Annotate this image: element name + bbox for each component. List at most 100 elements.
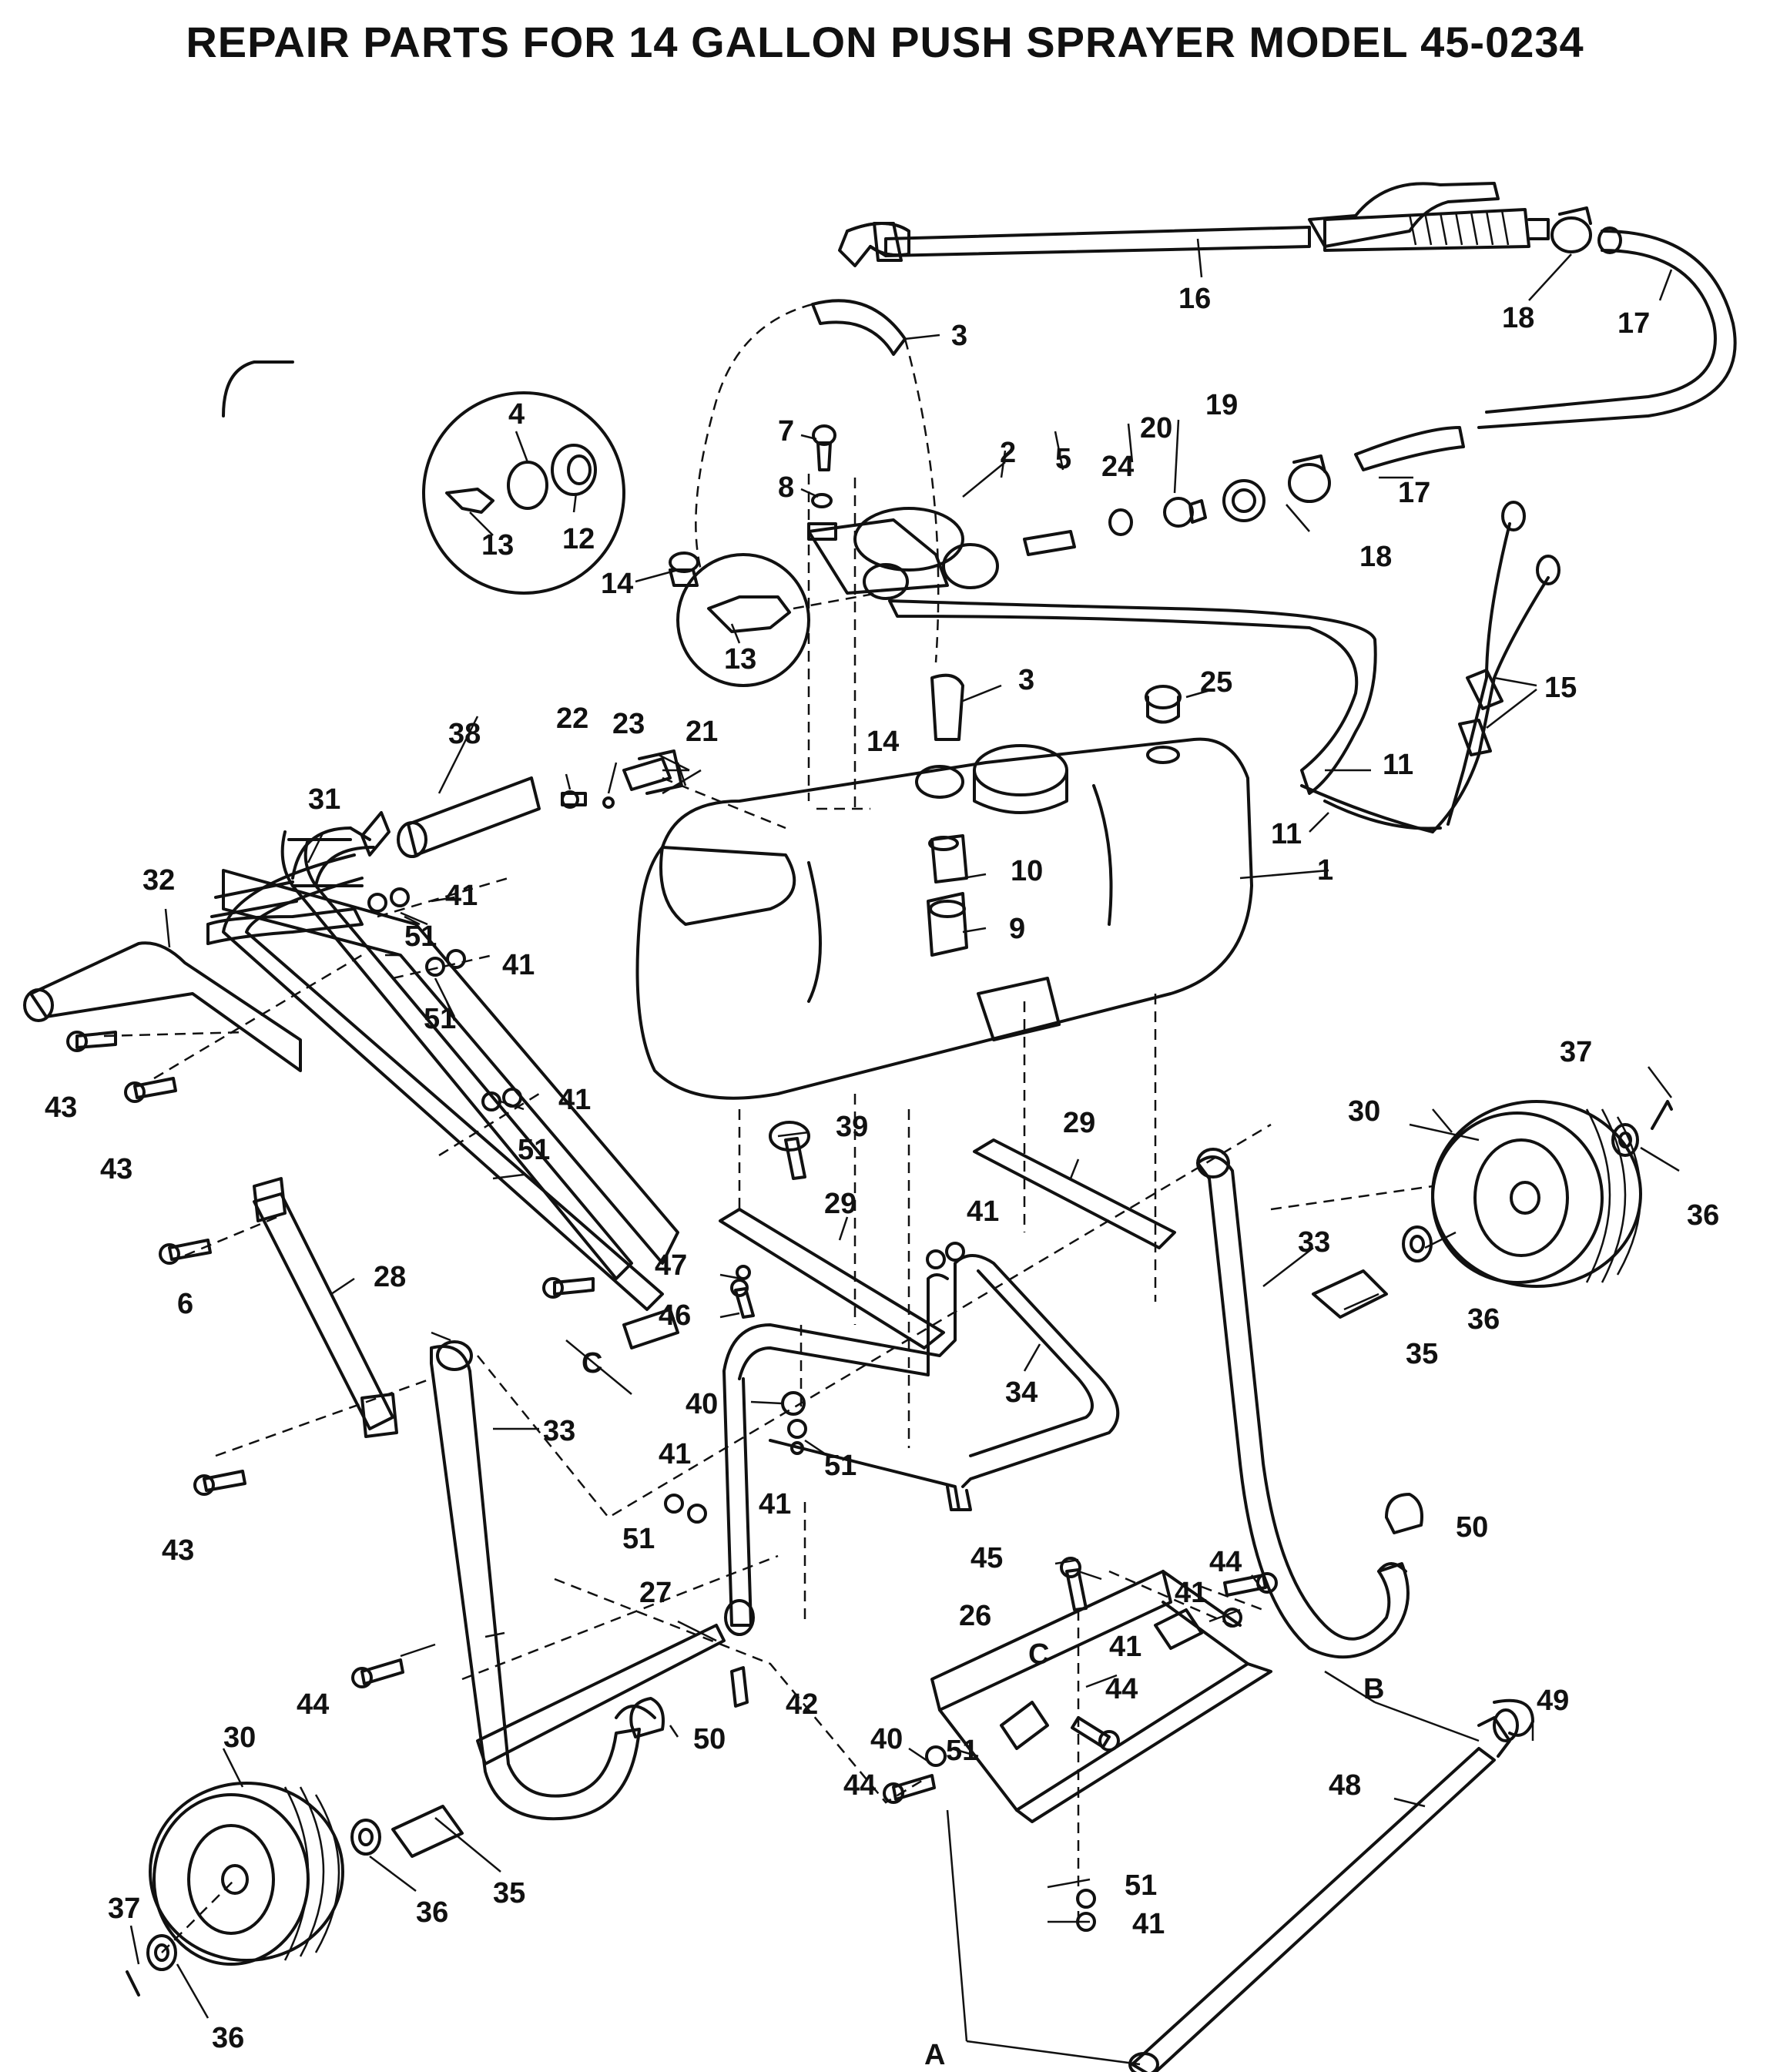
callout-29-right: 29 [1063, 1107, 1095, 1139]
callout-30-right: 30 [1348, 1095, 1380, 1128]
callout-8: 8 [778, 471, 794, 504]
callout-36-left-outer: 36 [212, 2022, 244, 2054]
wheel-left-drawing [126, 1782, 464, 1997]
callout-21: 21 [686, 716, 718, 748]
callout-37-right: 37 [1560, 1036, 1592, 1068]
callout-36-left-inner: 36 [416, 1896, 448, 1929]
mount-plates-drawing [719, 1138, 1176, 1349]
caps-drawing [629, 1493, 1423, 1738]
callout-51-e: 51 [622, 1523, 655, 1555]
frame-drawing [430, 1254, 1120, 1821]
callout-41-d: 41 [967, 1195, 999, 1228]
callout-5: 5 [1055, 443, 1071, 475]
wire-harness-drawing [1300, 501, 1560, 833]
callout-41-g: 41 [1175, 1577, 1207, 1609]
callout-51-b: 51 [424, 1003, 456, 1035]
callout-36-right-outer: 36 [1687, 1199, 1719, 1232]
callout-33-left: 33 [543, 1415, 575, 1447]
callout-C-left: C [582, 1347, 602, 1380]
right-leg-drawing [1196, 1148, 1410, 1659]
callout-17-upper: 17 [1617, 307, 1650, 340]
callout-46: 46 [659, 1299, 691, 1332]
callout-1: 1 [1317, 854, 1333, 887]
callout-24: 24 [1101, 451, 1134, 483]
callout-51-a: 51 [404, 920, 437, 953]
callout-14-lower: 14 [867, 726, 899, 758]
callout-35-right: 35 [1406, 1338, 1438, 1370]
callout-41-f: 41 [759, 1488, 791, 1520]
callout-51-c: 51 [518, 1134, 550, 1166]
callout-47: 47 [655, 1249, 687, 1282]
callout-16: 16 [1178, 283, 1211, 315]
callout-15: 15 [1544, 672, 1577, 704]
callout-25: 25 [1200, 666, 1232, 699]
callout-10: 10 [1011, 855, 1043, 887]
callout-41-b: 41 [502, 949, 535, 981]
callout-40-lower: 40 [870, 1723, 903, 1755]
callout-42: 42 [786, 1688, 818, 1721]
callout-44-right: 44 [1209, 1546, 1242, 1578]
callout-6: 6 [177, 1288, 193, 1320]
callout-41-h: 41 [1109, 1631, 1141, 1663]
callout-3-lower: 3 [1018, 664, 1034, 696]
callout-34: 34 [1005, 1376, 1038, 1409]
spray-wand-drawing [838, 182, 1550, 267]
callout-9: 9 [1009, 913, 1025, 945]
callout-36-right-inner: 36 [1467, 1303, 1500, 1336]
main-handle-arm-drawing [222, 853, 679, 1349]
callout-20: 20 [1140, 412, 1172, 444]
wheel-right-drawing [1270, 1100, 1673, 1319]
callout-51-d: 51 [824, 1450, 857, 1482]
leader-lines [129, 238, 1680, 2066]
callout-11-upper: 11 [1383, 749, 1413, 781]
callout-41-e: 41 [659, 1438, 691, 1470]
callout-18-lower: 18 [1359, 541, 1392, 573]
callout-50-left: 50 [693, 1723, 726, 1755]
callout-32: 32 [142, 864, 175, 897]
callout-28: 28 [374, 1261, 406, 1293]
callout-39: 39 [836, 1111, 868, 1143]
callout-44-left: 44 [297, 1688, 329, 1721]
callout-51-f: 51 [946, 1735, 978, 1767]
callout-13-upper: 13 [481, 529, 514, 562]
callout-27: 27 [639, 1577, 672, 1609]
callout-A: A [924, 2039, 945, 2071]
callout-B: B [1363, 1673, 1384, 1705]
dashed-leaders-drawing [103, 474, 1272, 1926]
callouts: 1 2 3 3 4 5 6 7 8 9 10 11 11 12 13 13 14… [45, 283, 1719, 2071]
callout-12: 12 [562, 523, 595, 555]
callout-3-upper: 3 [951, 320, 967, 352]
callout-41-c: 41 [558, 1084, 591, 1116]
callout-38: 38 [448, 718, 481, 750]
callout-44-low: 44 [843, 1769, 876, 1802]
callout-44-mid: 44 [1105, 1673, 1138, 1705]
callout-13-lower: 13 [724, 643, 756, 676]
callout-51-g: 51 [1125, 1869, 1157, 1902]
callout-37-left: 37 [108, 1893, 140, 1925]
callout-14-upper: 14 [601, 568, 633, 600]
callout-43-b: 43 [100, 1153, 132, 1185]
callout-41-a: 41 [445, 880, 478, 912]
callout-43-c: 43 [162, 1534, 194, 1567]
callout-48: 48 [1329, 1769, 1361, 1802]
callout-11-lower: 11 [1271, 818, 1302, 850]
callout-19: 19 [1205, 389, 1238, 421]
callout-22: 22 [556, 702, 588, 735]
hose-drawing [1288, 206, 1737, 503]
callout-50-right: 50 [1456, 1511, 1488, 1544]
callout-17-lower: 17 [1398, 477, 1430, 509]
callout-C-right: C [1028, 1638, 1049, 1671]
callout-45: 45 [970, 1542, 1003, 1574]
page-title: REPAIR PARTS FOR 14 GALLON PUSH SPRAYER … [186, 18, 1584, 66]
stand-drawing [1128, 1698, 1534, 2072]
callout-35-left: 35 [493, 1877, 525, 1909]
fasteners-drawing [66, 790, 1278, 1932]
callout-31: 31 [308, 783, 340, 816]
tank-drawing [635, 685, 1253, 1100]
callout-2: 2 [1000, 437, 1016, 469]
callout-40-upper: 40 [686, 1388, 718, 1420]
callout-33-right: 33 [1298, 1226, 1330, 1259]
callout-18-upper: 18 [1502, 302, 1534, 334]
handle-drawing [23, 360, 786, 1280]
